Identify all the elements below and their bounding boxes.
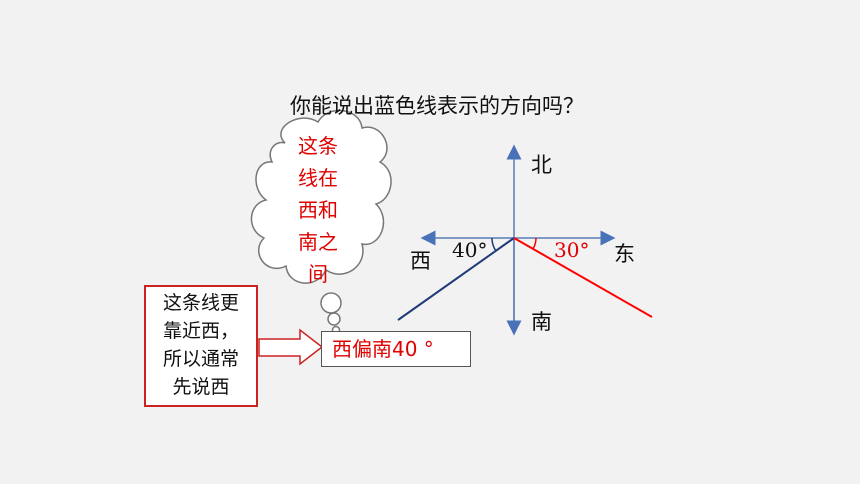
thought-cloud — [250, 109, 392, 335]
question-title: 你能说出蓝色线表示的方向吗？ — [290, 94, 584, 118]
answer-box: 西偏南40 ° — [321, 331, 471, 367]
pointer-arrow — [258, 328, 324, 366]
label-west: 西 — [410, 249, 431, 273]
label-north: 北 — [531, 153, 552, 177]
note-line: 靠近西， — [162, 320, 239, 342]
cloud-line: 南之 — [298, 230, 338, 254]
explanation-note: 这条线更 靠近西， 所以通常 先说西 — [144, 285, 258, 407]
angle-arc-30 — [532, 237, 537, 250]
angle-arc-40 — [491, 237, 497, 252]
blue-direction-line — [397, 237, 515, 321]
note-line: 所以通常 — [162, 348, 239, 370]
note-line: 这条线更 — [162, 292, 239, 314]
cloud-text: 这条 线在 西和 南之 间 — [282, 130, 354, 290]
label-south: 南 — [531, 310, 552, 334]
note-line: 先说西 — [172, 376, 230, 398]
label-east: 东 — [614, 242, 635, 266]
cloud-line: 西和 — [298, 198, 338, 222]
angle-label-red: 30° — [554, 238, 590, 262]
red-direction-line — [513, 237, 653, 318]
cloud-line: 这条 — [298, 134, 338, 158]
cloud-line: 线在 — [298, 166, 338, 190]
angle-label-blue: 40° — [452, 238, 488, 262]
cloud-line: 间 — [308, 262, 328, 286]
